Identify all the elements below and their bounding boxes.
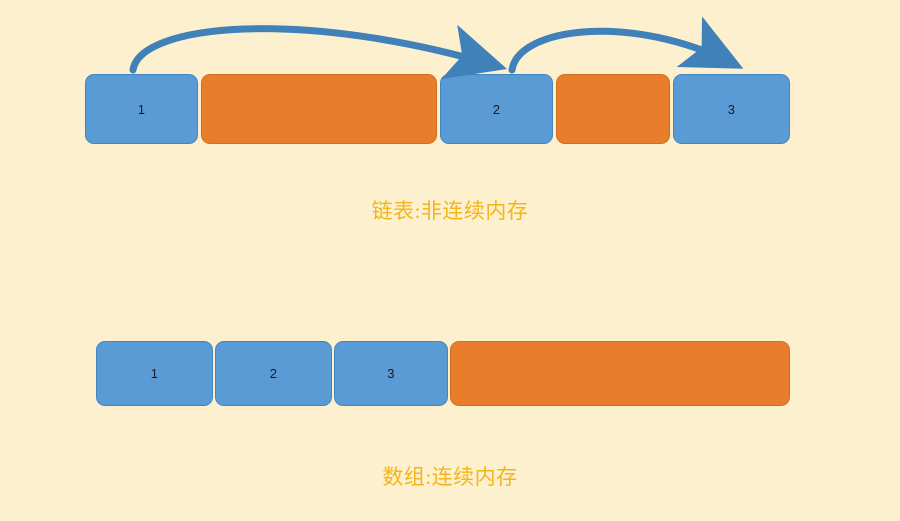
linked-list-gap-2	[556, 74, 670, 144]
array-free-space	[450, 341, 790, 406]
array-caption: 数组:连续内存	[382, 465, 518, 489]
array-cell-1: 1	[96, 341, 213, 406]
array-cell-3: 3	[334, 341, 448, 406]
linked-list-node-3: 3	[673, 74, 790, 144]
linked-list-node-2: 2	[440, 74, 553, 144]
linked-list-node-1: 1	[85, 74, 198, 144]
pointer-arrow-1-to-2	[129, 24, 508, 80]
array-cell-2: 2	[215, 341, 332, 406]
linked-list-gap-1	[201, 74, 437, 144]
linked-list-caption: 链表:非连续内存	[371, 199, 529, 223]
pointer-arrow-2-to-3	[508, 16, 744, 74]
